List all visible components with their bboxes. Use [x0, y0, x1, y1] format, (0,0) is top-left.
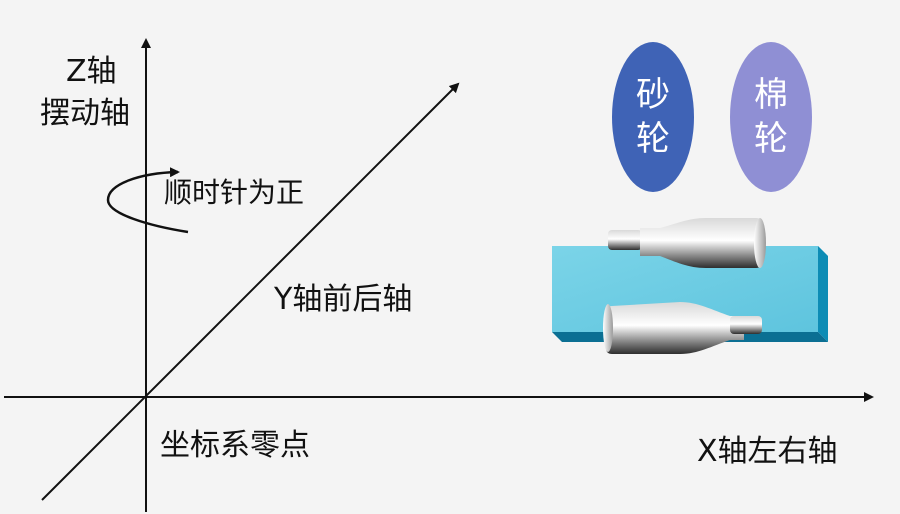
cotton-wheel-char-1: 棉	[754, 74, 788, 115]
sand-wheel-char-2: 轮	[636, 119, 670, 159]
cotton-wheel-char-2: 轮	[754, 119, 788, 159]
origin-label: 坐标系零点	[160, 428, 310, 463]
y-axis-line	[41, 82, 460, 501]
workpiece-top	[608, 218, 766, 268]
z-axis-label: Z轴	[66, 54, 117, 89]
y-axis-label: Y轴前后轴	[274, 282, 413, 317]
sand-wheel-badge: 砂 轮	[612, 42, 694, 192]
cotton-wheel-badge: 棉 轮	[730, 42, 812, 192]
sand-wheel-char-1: 砂	[636, 74, 670, 115]
rotation-arrow-icon	[106, 167, 189, 234]
rotation-label: 顺时针为正	[164, 176, 305, 209]
z-axis-sublabel: 摆动轴	[40, 96, 130, 131]
x-axis-label: X轴左右轴	[697, 434, 838, 469]
workpiece-bottom	[603, 302, 762, 354]
